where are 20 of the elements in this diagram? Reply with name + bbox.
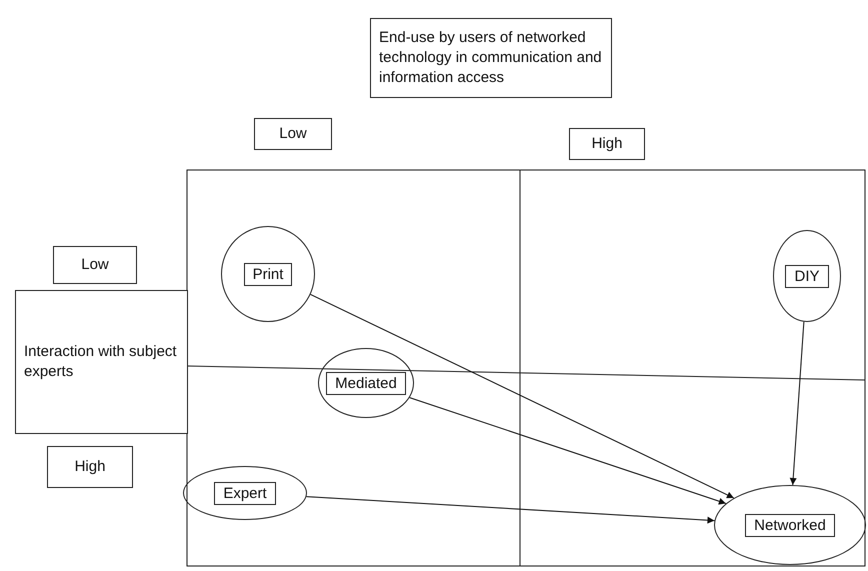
category-ellipse: [183, 466, 307, 520]
arrow: [790, 321, 804, 486]
arrow: [310, 294, 734, 499]
title-box: End-use by users of networked technology in communication and information access: [370, 18, 612, 98]
axis-level-label: High: [569, 128, 645, 160]
arrow: [306, 496, 715, 524]
axis-title-box: Interaction with subject experts: [15, 290, 188, 434]
arrow: [409, 397, 726, 505]
category-label: Expert: [214, 482, 276, 504]
category-circle: [221, 226, 315, 322]
category-circle: [773, 230, 841, 322]
category-ellipse: [714, 485, 866, 565]
category-label: Mediated: [326, 372, 406, 394]
category-ellipse: [318, 348, 414, 418]
axis-level-label: High: [47, 446, 133, 488]
category-label: Networked: [745, 514, 835, 536]
axis-level-label: Low: [53, 246, 137, 284]
category-label: Print: [244, 262, 292, 286]
category-label: DIY: [785, 264, 828, 288]
axis-level-label: Low: [254, 118, 332, 150]
